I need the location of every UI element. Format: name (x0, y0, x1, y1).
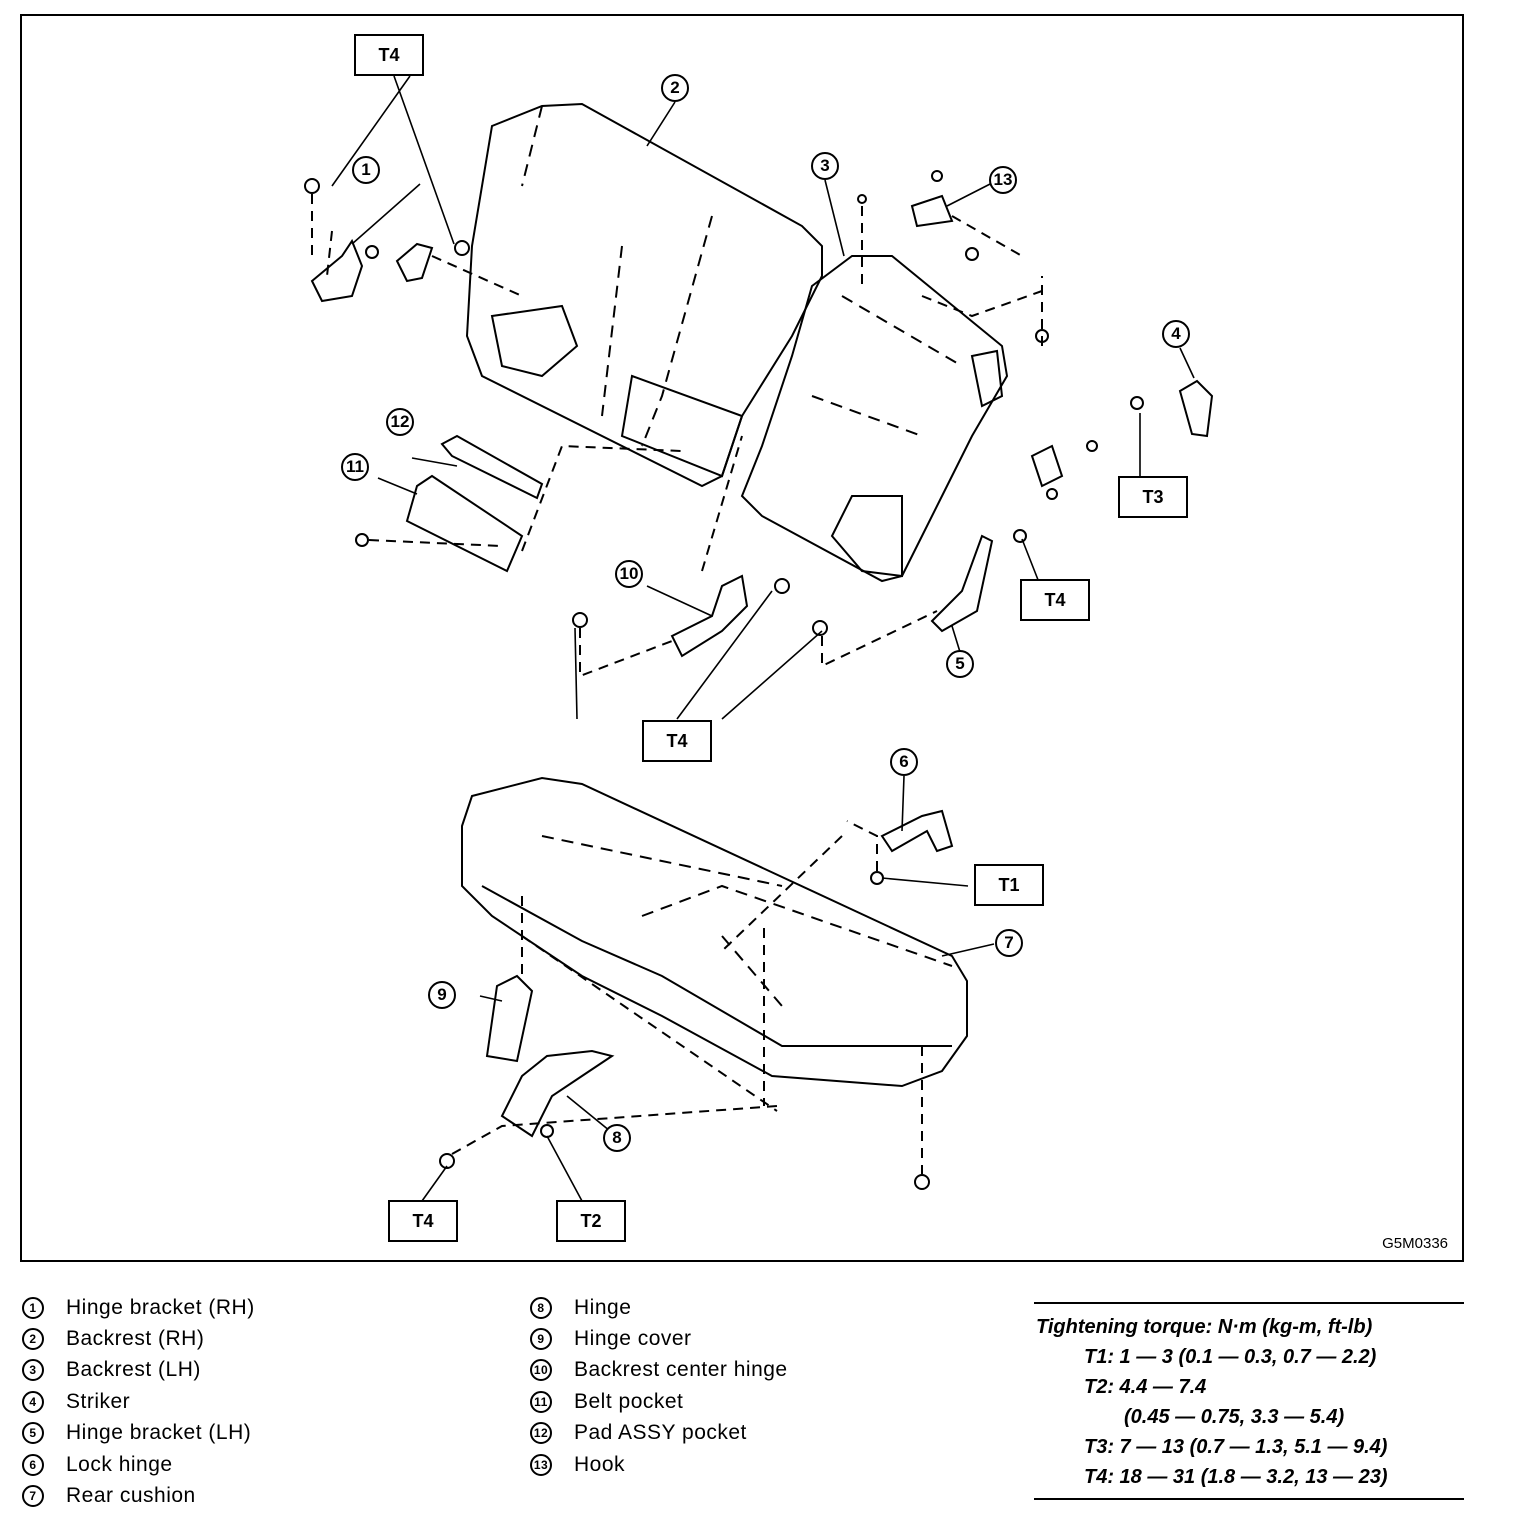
torque-label-t4-top: T4 (354, 34, 424, 76)
backrest-rh-shape (465, 102, 823, 488)
torque-spec-title: Tightening torque: N·m (kg-m, ft-lb) (1036, 1316, 1373, 1338)
legend-item: 10 Backrest center hinge (530, 1355, 788, 1386)
torque-spec-t1: T1: 1 — 3 (0.1 — 0.3, 0.7 — 2.2) (1084, 1346, 1377, 1368)
torque-label-t4-right: T4 (1020, 579, 1090, 621)
torque-label-t1: T1 (974, 864, 1044, 906)
torque-label-t3: T3 (1118, 476, 1188, 518)
callout-7: 7 (995, 929, 1023, 957)
legend-column-1: 1 Hinge bracket (RH) 2 Backrest (RH) 3 Back… (22, 1292, 255, 1512)
legend-label: Rear cushion (66, 1484, 196, 1508)
legend-item: 7 Rear cushion (22, 1480, 255, 1511)
legend-item: 5 Hinge bracket (LH) (22, 1418, 255, 1449)
torque-spec-t2-alt: (0.45 — 0.75, 3.3 — 5.4) (1124, 1406, 1345, 1428)
legend-label: Belt pocket (574, 1389, 684, 1413)
legend-number: 13 (530, 1453, 552, 1476)
figure-code: G5M0336 (1382, 1235, 1448, 1252)
legend-number: 5 (22, 1422, 44, 1445)
legend-label: Hinge cover (574, 1327, 692, 1351)
rear-cushion-shape (461, 776, 968, 1088)
torque-spec-t3: T3: 7 — 13 (0.7 — 1.3, 5.1 — 9.4) (1084, 1436, 1388, 1458)
legend-item: 1 Hinge bracket (RH) (22, 1292, 255, 1323)
hinge-bracket-rh-shape (310, 238, 364, 303)
legend-label: Lock hinge (66, 1452, 173, 1476)
legend-number: 6 (22, 1453, 44, 1476)
legend-item: 13 Hook (530, 1449, 788, 1480)
callout-1: 1 (352, 156, 380, 184)
legend-number: 12 (530, 1422, 552, 1445)
backrest-lh-shape (740, 255, 1009, 583)
callout-11: 11 (341, 453, 369, 481)
torque-spec-t2: T2: 4.4 — 7.4 (1084, 1376, 1207, 1398)
legend-label: Hinge bracket (LH) (66, 1421, 252, 1445)
legend-number: 8 (530, 1296, 552, 1319)
callout-9: 9 (428, 981, 456, 1009)
legend-item: 12 Pad ASSY pocket (530, 1418, 788, 1449)
legend-item: 6 Lock hinge (22, 1449, 255, 1480)
legend-label: Hinge (574, 1295, 632, 1319)
legend-item: 4 Striker (22, 1386, 255, 1417)
legend-label: Hook (574, 1452, 626, 1476)
callout-10: 10 (615, 560, 643, 588)
legend-number: 2 (22, 1328, 44, 1351)
callout-2: 2 (661, 74, 689, 102)
legend-item: 9 Hinge cover (530, 1323, 788, 1354)
hinge-bracket-lh-shape (930, 534, 994, 633)
legend-label: Backrest center hinge (574, 1358, 788, 1382)
legend-label: Hinge bracket (RH) (66, 1295, 255, 1319)
callout-3: 3 (811, 152, 839, 180)
callout-13: 13 (989, 166, 1017, 194)
legend-item: 11 Belt pocket (530, 1386, 788, 1417)
legend-item: 2 Backrest (RH) (22, 1323, 255, 1354)
torque-label-t4-bottom: T4 (388, 1200, 458, 1242)
legend-number: 7 (22, 1485, 44, 1508)
legend-number: 4 (22, 1390, 44, 1413)
legend-column-2: 8 Hinge 9 Hinge cover 10 Backrest center hi… (530, 1292, 788, 1480)
legend-label: Pad ASSY pocket (574, 1421, 747, 1445)
legend-label: Backrest (LH) (66, 1358, 201, 1382)
legend-number: 10 (530, 1359, 552, 1382)
legend-item: 8 Hinge (530, 1292, 788, 1323)
callout-4: 4 (1162, 320, 1190, 348)
torque-label-t2: T2 (556, 1200, 626, 1242)
striker-shape (1178, 379, 1214, 438)
pad-assy-pocket-shape (440, 434, 544, 500)
legend-number: 11 (530, 1390, 552, 1413)
torque-label-t4-center: T4 (642, 720, 712, 762)
legend-label: Backrest (RH) (66, 1327, 205, 1351)
torque-spec-table: Tightening torque: N·m (kg-m, ft-lb) T1:… (1034, 1302, 1464, 1500)
legend-number: 9 (530, 1328, 552, 1351)
callout-12: 12 (386, 408, 414, 436)
backrest-center-hinge-shape (670, 574, 749, 658)
hinge-cover-shape (485, 974, 534, 1063)
belt-pocket-shape (405, 474, 524, 573)
callout-6: 6 (890, 748, 918, 776)
callout-8: 8 (603, 1124, 631, 1152)
legend-item: 3 Backrest (LH) (22, 1355, 255, 1386)
lock-hinge-shape (880, 809, 954, 853)
legend-number: 1 (22, 1296, 44, 1319)
callout-5: 5 (946, 650, 974, 678)
hinge-shape (500, 1049, 615, 1138)
hook-shape (910, 194, 954, 228)
torque-spec-t4: T4: 18 — 31 (1.8 — 3.2, 13 — 23) (1084, 1466, 1388, 1488)
exploded-diagram-frame: T4 T3 T4 T4 T1 T4 T2 1 2 3 4 5 6 7 8 9 1… (20, 14, 1464, 1262)
legend-label: Striker (66, 1389, 131, 1413)
legend-number: 3 (22, 1359, 44, 1382)
rear-seat-exploded-view (304, 75, 1214, 1202)
